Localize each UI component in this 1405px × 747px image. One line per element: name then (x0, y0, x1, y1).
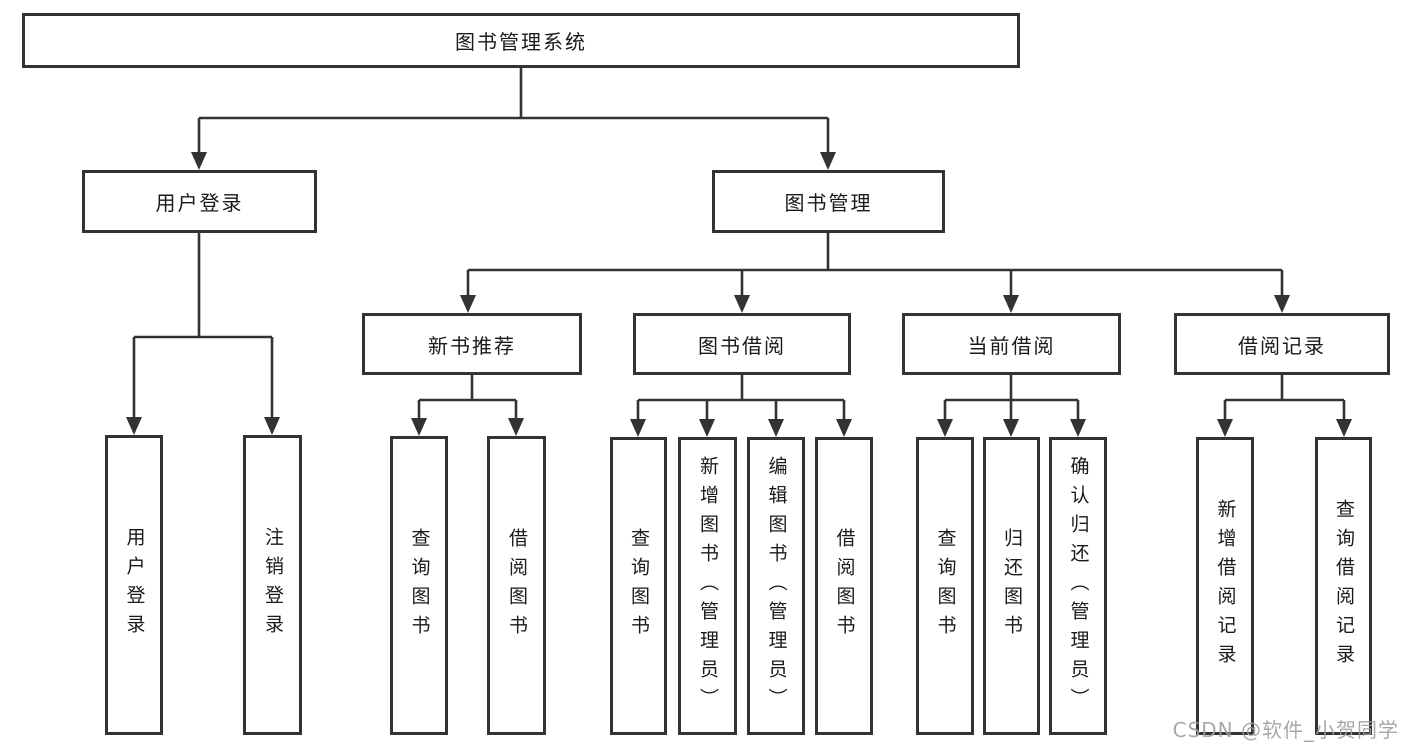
node-current-borrow: 当前借阅 (902, 313, 1121, 375)
node-logout: 注销登录 (243, 435, 302, 735)
node-book-borrow: 图书借阅 (633, 313, 851, 375)
node-user-login: 用户登录 (82, 170, 317, 233)
node-borrow-records: 借阅记录 (1174, 313, 1390, 375)
node-return-books: 归还图书 (983, 437, 1040, 735)
watermark: CSDN @软件_小贺同学 (1172, 718, 1399, 742)
node-user-login-leaf: 用户登录 (105, 435, 163, 735)
node-query-books-1: 查询图书 (390, 436, 448, 735)
node-borrow-books-1: 借阅图书 (487, 436, 546, 735)
node-query-books-3: 查询图书 (916, 437, 974, 735)
node-add-books-admin: 新增图书（管理员） (678, 437, 737, 735)
node-book-management: 图书管理 (712, 170, 945, 233)
node-root-system: 图书管理系统 (22, 13, 1020, 68)
node-add-borrow-record: 新增借阅记录 (1196, 437, 1254, 735)
node-borrow-books-2: 借阅图书 (815, 437, 873, 735)
node-new-book-recommend: 新书推荐 (362, 313, 582, 375)
node-edit-books-admin: 编辑图书（管理员） (747, 437, 805, 735)
node-query-books-2: 查询图书 (610, 437, 667, 735)
node-confirm-return-admin: 确认归还（管理员） (1049, 437, 1107, 735)
node-query-borrow-record: 查询借阅记录 (1315, 437, 1372, 735)
